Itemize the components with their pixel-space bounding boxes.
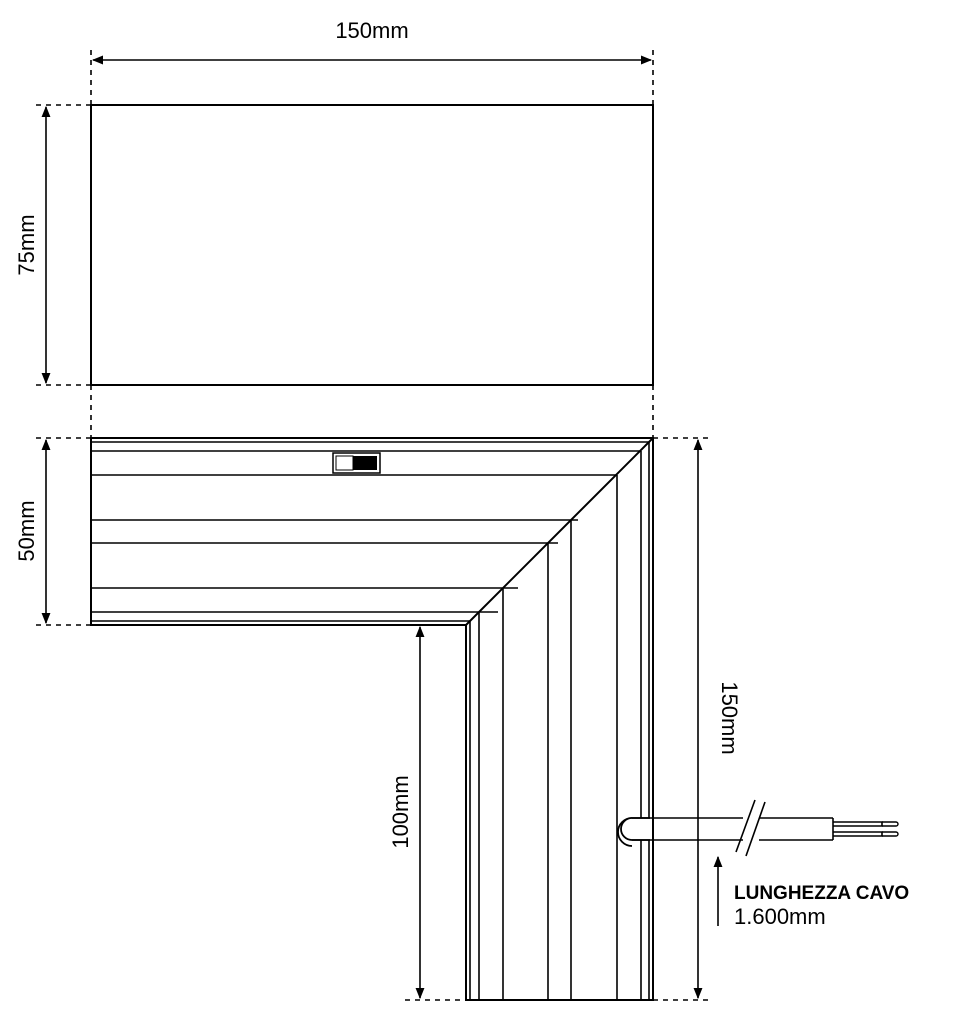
outer-leg-dimension-label: 150mm — [717, 681, 742, 754]
height-dimension-label: 75mm — [14, 214, 39, 275]
inner-leg-dimension-label: 100mm — [388, 775, 413, 848]
power-cable: LUNGHEZZA CAVO 1.600mm — [617, 799, 909, 929]
profile-width-dimension-label: 50mm — [14, 500, 39, 561]
cable-length-title: LUNGHEZZA CAVO — [734, 883, 909, 904]
width-dimension-label: 150mm — [335, 18, 408, 43]
top-view-rectangle — [90, 104, 654, 386]
l-profile-view: 50mm 100mm 150mm — [14, 437, 742, 1001]
miter-line — [465, 437, 654, 626]
cable-length-value: 1.600mm — [734, 904, 826, 929]
toggle-switch-icon — [332, 452, 381, 474]
top-view: 150mm 75mm — [14, 18, 654, 438]
